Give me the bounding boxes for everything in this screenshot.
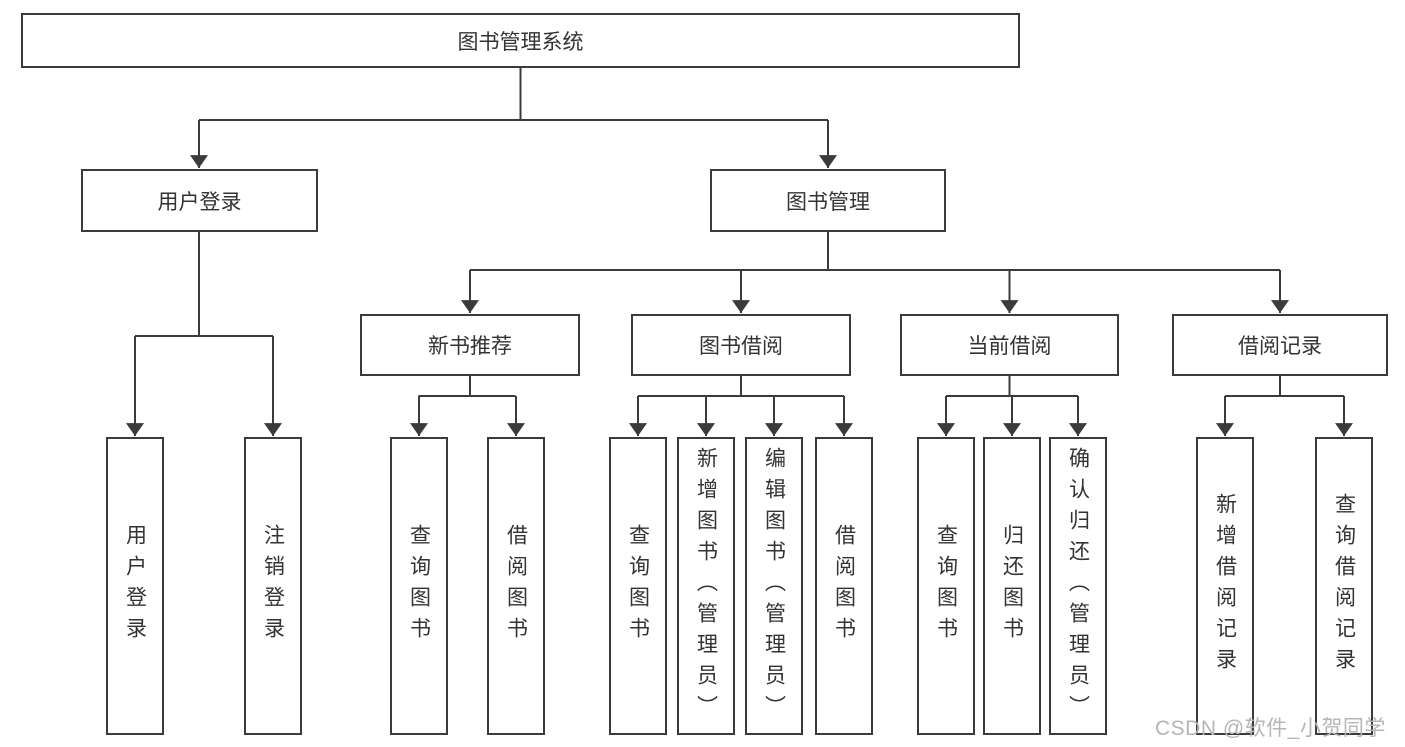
leaf-borrowing-query-books-label: 查询图书 bbox=[626, 524, 650, 648]
node-book-management: 图书管理 bbox=[710, 169, 946, 232]
node-user-login-label: 用户登录 bbox=[157, 190, 242, 214]
leaf-current-query-books: 查询图书 bbox=[917, 437, 975, 735]
leaf-borrowing-edit-books-admin-label: 编辑图书（管理员） bbox=[762, 446, 786, 726]
node-book-borrowing-label: 图书借阅 bbox=[699, 335, 783, 358]
leaf-logout-label: 注销登录 bbox=[261, 524, 285, 648]
leaf-borrowing-borrow-books: 借阅图书 bbox=[815, 437, 873, 735]
node-borrowing-records: 借阅记录 bbox=[1172, 314, 1388, 376]
leaf-recommend-borrow-books: 借阅图书 bbox=[487, 437, 545, 735]
leaf-recommend-borrow-books-label: 借阅图书 bbox=[504, 524, 528, 648]
leaf-current-confirm-return-admin-label: 确认归还（管理员） bbox=[1066, 446, 1090, 726]
csdn-watermark: CSDN @软件_小贺同学 bbox=[1155, 717, 1386, 740]
node-book-borrowing: 图书借阅 bbox=[631, 314, 851, 376]
leaf-records-query-record-label: 查询借阅记录 bbox=[1332, 493, 1356, 679]
leaf-records-add-record: 新增借阅记录 bbox=[1196, 437, 1254, 735]
node-current-borrowing: 当前借阅 bbox=[900, 314, 1119, 376]
leaf-borrowing-edit-books-admin: 编辑图书（管理员） bbox=[745, 437, 803, 735]
leaf-current-return-books: 归还图书 bbox=[983, 437, 1041, 735]
leaf-borrowing-add-books-admin: 新增图书（管理员） bbox=[677, 437, 735, 735]
node-book-management-label: 图书管理 bbox=[786, 190, 870, 214]
node-current-borrowing-label: 当前借阅 bbox=[967, 335, 1052, 358]
leaf-current-confirm-return-admin: 确认归还（管理员） bbox=[1049, 437, 1107, 735]
leaf-records-query-record: 查询借阅记录 bbox=[1315, 437, 1373, 735]
leaf-user-login: 用户登录 bbox=[106, 437, 164, 735]
leaf-borrowing-borrow-books-label: 借阅图书 bbox=[832, 524, 856, 648]
leaf-current-return-books-label: 归还图书 bbox=[1000, 524, 1024, 648]
leaf-borrowing-query-books: 查询图书 bbox=[609, 437, 667, 735]
node-user-login: 用户登录 bbox=[81, 169, 318, 232]
leaf-records-add-record-label: 新增借阅记录 bbox=[1213, 493, 1237, 679]
node-new-book-recommend-label: 新书推荐 bbox=[428, 335, 512, 358]
node-root-system: 图书管理系统 bbox=[21, 13, 1020, 68]
leaf-logout: 注销登录 bbox=[244, 437, 302, 735]
connector-skeleton bbox=[135, 68, 1344, 397]
leaf-recommend-query-books: 查询图书 bbox=[390, 437, 448, 735]
leaf-user-login-label: 用户登录 bbox=[123, 524, 147, 648]
node-new-book-recommend: 新书推荐 bbox=[360, 314, 580, 376]
node-root-system-label: 图书管理系统 bbox=[457, 30, 584, 54]
leaf-recommend-query-books-label: 查询图书 bbox=[407, 524, 431, 648]
leaf-borrowing-add-books-admin-label: 新增图书（管理员） bbox=[694, 446, 718, 726]
node-borrowing-records-label: 借阅记录 bbox=[1238, 335, 1322, 358]
leaf-current-query-books-label: 查询图书 bbox=[934, 524, 958, 648]
